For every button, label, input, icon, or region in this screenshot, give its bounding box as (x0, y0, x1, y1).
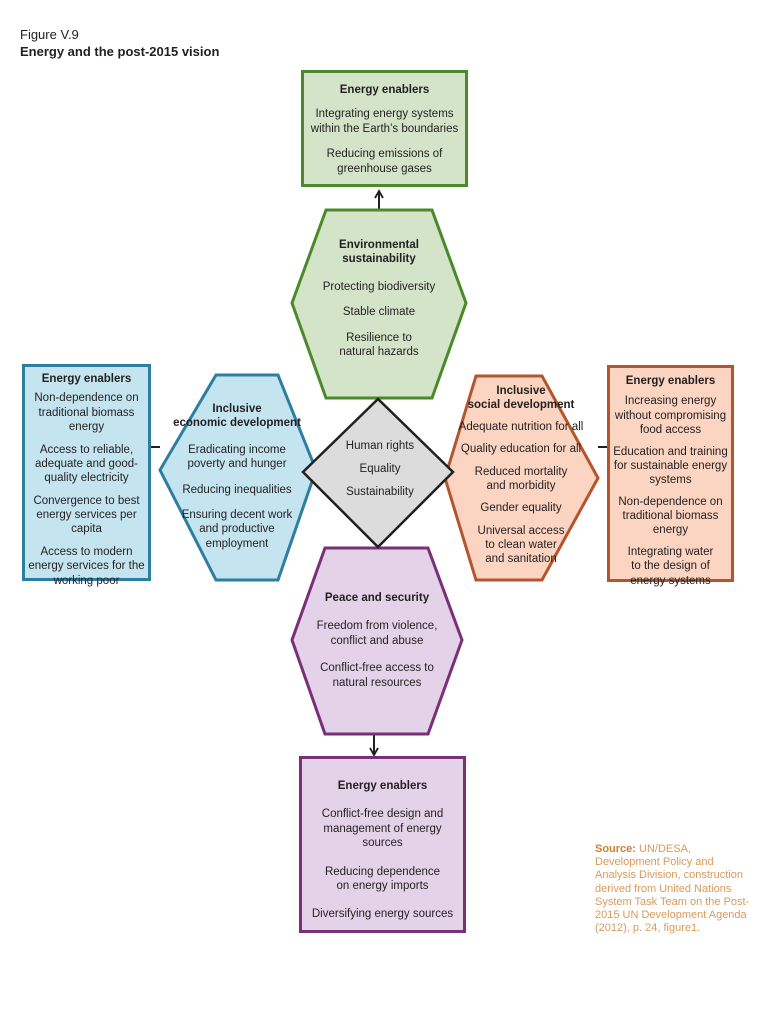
source-text: UN/DESA, Development Policy and Analysis… (595, 843, 750, 935)
social-item-5: Universal access to clean water and sani… (477, 524, 565, 566)
figure-label: Figure V.9 (20, 27, 79, 42)
social-enablers-heading: Energy enablers (625, 375, 716, 387)
center-item-3: Sustainability (346, 486, 414, 498)
environmental-item-3: Resilience to natural hazards (339, 331, 419, 358)
social-title-line2: social development (467, 399, 575, 412)
economic-enabler-1: Non-dependence on traditional biomass en… (34, 392, 139, 434)
peace-enablers-heading: Energy enablers (337, 780, 428, 792)
environmental-item-2: Stable climate (342, 306, 416, 319)
economic-enablers-box: Energy enablers Non-dependence on tradit… (22, 364, 151, 587)
environmental-title-line1: Environmental (339, 239, 419, 251)
center-item-2: Equality (359, 463, 401, 475)
economic-hexagon (158, 373, 318, 582)
peace-item-2: Conflict-free access to natural resource… (320, 662, 434, 689)
economic-item-1: Eradicating income poverty and hunger (187, 443, 287, 471)
economic-hexagon-text: Inclusive economic development Eradicati… (170, 402, 304, 551)
peace-enablers-box: Energy enablers Conflict-free design and… (299, 756, 466, 933)
economic-enabler-2: Access to reliable, adequate and good-qu… (35, 443, 138, 485)
environmental-hexagon-text: Environmental sustainability Protecting … (312, 238, 446, 359)
center-diamond (301, 397, 455, 549)
peace-item-1: Freedom from violence, conflict and abus… (316, 620, 438, 647)
environmental-hexagon (290, 208, 468, 400)
social-enabler-4: Integrating water to the design of energ… (627, 545, 714, 587)
center-text: Human rights Equality Sustainability (330, 440, 430, 509)
social-item-4: Gender equality (480, 502, 562, 515)
peace-title: Peace and security (324, 592, 430, 604)
economic-enabler-4: Access to modern energy services for the… (28, 545, 145, 587)
source-note: Source: UN/DESA, Development Policy and … (595, 843, 755, 935)
economic-item-2: Reducing inequalities (182, 483, 292, 496)
social-title-line1: Inclusive (496, 385, 546, 397)
economic-item-3: Ensuring decent work and productive empl… (181, 508, 293, 550)
center-item-1: Human rights (345, 440, 415, 452)
environmental-enablers-heading: Energy enablers (339, 84, 430, 96)
economic-title-line2: economic development (173, 417, 301, 430)
environmental-enabler-1: Integrating energy systems within the Ea… (310, 108, 459, 135)
peace-enabler-2: Reducing dependence on energy imports (324, 865, 441, 892)
peace-enabler-3: Diversifying energy sources (311, 908, 454, 921)
social-item-2: Quality education for all (460, 443, 582, 456)
social-enabler-2: Education and training for sustainable e… (613, 445, 728, 487)
source-label: Source: (595, 843, 636, 855)
environmental-enabler-2: Reducing emissions of greenhouse gases (326, 148, 443, 175)
peace-enabler-1: Conflict-free design and management of e… (321, 808, 444, 850)
economic-enabler-3: Convergence to best energy services per … (33, 494, 140, 536)
peace-hexagon-text: Peace and security Freedom from violence… (314, 591, 440, 690)
figure-title: Energy and the post-2015 vision (20, 44, 220, 59)
economic-enablers-heading: Energy enablers (41, 373, 132, 385)
economic-title-line1: Inclusive (212, 403, 262, 415)
social-item-3: Reduced mortality and morbidity (474, 465, 568, 492)
social-enabler-3: Non-dependence on traditional biomass en… (618, 495, 723, 537)
environmental-enablers-box: Energy enablers Integrating energy syste… (301, 70, 468, 187)
environmental-item-1: Protecting biodiversity (322, 280, 436, 293)
peace-hexagon (290, 546, 464, 736)
social-item-1: Adequate nutrition for all (458, 420, 584, 433)
social-enabler-1: Increasing energy without compromising f… (614, 395, 727, 437)
environmental-title-line2: sustainability (342, 253, 416, 266)
social-enablers-box: Energy enablers Increasing energy withou… (607, 365, 734, 587)
social-hexagon-text: Inclusive social development Adequate nu… (452, 384, 590, 567)
